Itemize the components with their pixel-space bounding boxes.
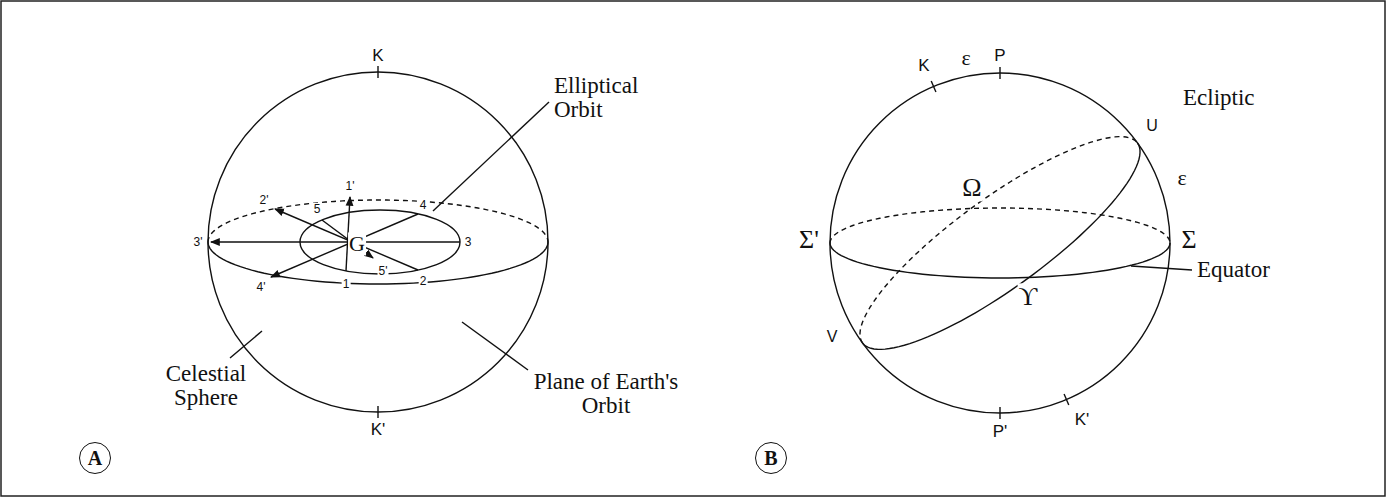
callout-number: 2': [259, 194, 270, 207]
pole-label: K': [370, 421, 387, 439]
pole-tick: [931, 81, 936, 92]
part-label: Equator: [1196, 258, 1308, 282]
part-label: Celestial Sphere: [150, 362, 262, 410]
sun-direction-arrow: [271, 214, 418, 277]
angle-label: ε: [960, 46, 971, 69]
celestial-sphere: [208, 72, 548, 412]
pole-tick: [999, 67, 1000, 79]
pole-label: K: [371, 47, 384, 65]
callout-number: 2: [419, 275, 428, 288]
part-label: Plane of Earth's Orbit: [530, 370, 682, 418]
point-label: G: [348, 232, 366, 255]
leader-line: [230, 331, 262, 358]
callout-number: 4': [256, 281, 267, 294]
callout-number: 5: [313, 203, 322, 216]
callout-number: 1: [342, 278, 351, 291]
part-label: Ecliptic: [1182, 86, 1294, 110]
callout-number: 4: [419, 199, 428, 212]
point-label: ϒ: [1018, 283, 1039, 310]
panel-letter: B: [764, 448, 777, 468]
leader-line: [462, 322, 528, 370]
panel-letter: A: [88, 448, 102, 468]
ecliptic-back: [860, 137, 1138, 343]
pole-label: P: [993, 47, 1006, 65]
sun-direction-arrow: [275, 209, 418, 270]
point-label: Ω: [961, 174, 982, 201]
celestial-sphere: [830, 73, 1170, 413]
pole-label: P': [992, 423, 1009, 441]
pole-label: K': [1074, 411, 1091, 429]
leader-line: [433, 102, 549, 211]
pole-tick: [377, 66, 378, 78]
pole-tick: [999, 407, 1000, 419]
ecliptic-front: [862, 143, 1140, 349]
leader-line: [1131, 266, 1192, 270]
pole-label: K: [917, 57, 930, 75]
point-label: V: [826, 329, 839, 346]
sun-direction-arrow: [322, 220, 373, 258]
pole-tick: [1064, 394, 1069, 405]
equator-back: [830, 208, 1170, 243]
panel-letter-circle: A: [79, 442, 111, 474]
callout-number: 1': [345, 180, 356, 193]
panel-b-drawing: [830, 67, 1192, 419]
callout-number: 3': [193, 236, 204, 249]
orbit-plane-back: [208, 200, 548, 242]
sun-direction-arrow: [211, 241, 460, 242]
callout-number: 5': [378, 265, 389, 278]
equator-front: [830, 243, 1170, 278]
angle-label: ε: [1176, 166, 1187, 189]
point-label: Σ': [798, 226, 820, 253]
panel-a-drawing: [208, 66, 549, 418]
callout-number: 3: [464, 236, 473, 249]
orbit-plane-front: [208, 242, 548, 284]
point-label: U: [1145, 118, 1159, 135]
part-label: Elliptical Orbit: [553, 74, 660, 122]
pole-tick: [377, 406, 378, 418]
panel-letter-circle: B: [755, 442, 787, 474]
point-label: Σ: [1180, 226, 1197, 253]
